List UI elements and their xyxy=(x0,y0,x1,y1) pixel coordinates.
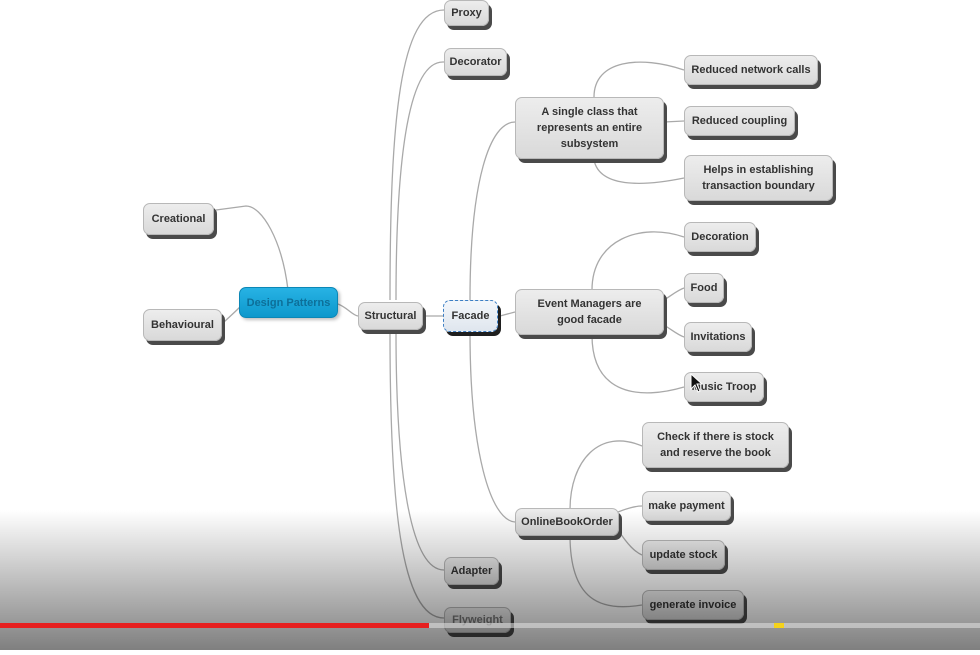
connector-structural-flyweight xyxy=(389,331,445,619)
connector-facade-onlinebookorder xyxy=(469,331,516,523)
node-creational[interactable]: Creational xyxy=(143,203,214,235)
node-behavioural[interactable]: Behavioural xyxy=(143,309,222,341)
node-single-class[interactable]: A single class that represents an entire… xyxy=(515,97,664,159)
node-proxy[interactable]: Proxy xyxy=(444,0,489,26)
connector-ob-update xyxy=(617,529,643,556)
node-reduced-network-calls[interactable]: Reduced network calls xyxy=(684,55,818,85)
node-generate-invoice[interactable]: generate invoice xyxy=(642,590,744,620)
connector-sc-transaction xyxy=(593,159,685,184)
connector-facade-single-class xyxy=(469,121,516,301)
connector-ob-stock-check xyxy=(569,440,643,511)
connector-root-structural xyxy=(337,303,359,317)
node-adapter[interactable]: Adapter xyxy=(444,557,499,585)
connector-facade-event-managers xyxy=(499,311,516,317)
video-progress-played xyxy=(0,623,430,628)
node-flyweight[interactable]: Flyweight xyxy=(444,607,511,633)
connector-structural-decorator xyxy=(395,61,445,301)
node-decorator[interactable]: Decorator xyxy=(444,48,507,76)
connector-sc-coupling xyxy=(663,120,685,123)
connector-em-food xyxy=(663,287,685,301)
node-online-book-order[interactable]: OnlineBookOrder xyxy=(515,508,619,536)
node-update-stock[interactable]: update stock xyxy=(642,540,725,570)
node-reduced-coupling[interactable]: Reduced coupling xyxy=(684,106,795,136)
video-chapter-marker[interactable] xyxy=(774,623,785,628)
connector-em-decoration xyxy=(591,231,685,291)
node-root-design-patterns[interactable]: Design Patterns xyxy=(239,287,338,318)
connector-structural-adapter xyxy=(395,331,445,571)
node-structural[interactable]: Structural xyxy=(358,302,423,330)
connector-structural-proxy xyxy=(389,9,445,301)
connector-ob-invoice xyxy=(569,534,643,608)
node-transaction-boundary[interactable]: Helps in establishing transaction bounda… xyxy=(684,155,833,201)
connector-root-creational xyxy=(215,205,289,291)
connector-em-music xyxy=(591,334,685,394)
mouse-cursor-icon xyxy=(690,373,704,393)
connector-sc-network xyxy=(593,61,685,98)
node-invitations[interactable]: Invitations xyxy=(684,322,752,352)
node-decoration[interactable]: Decoration xyxy=(684,222,756,252)
node-check-stock[interactable]: Check if there is stock and reserve the … xyxy=(642,422,789,468)
node-facade[interactable]: Facade xyxy=(443,300,498,332)
node-music-troop[interactable]: Music Troop xyxy=(684,372,764,402)
connector-em-invitations xyxy=(663,324,685,338)
connector-ob-payment xyxy=(617,505,643,513)
node-food[interactable]: Food xyxy=(684,273,724,303)
node-make-payment[interactable]: make payment xyxy=(642,491,731,521)
video-progress-bar[interactable] xyxy=(0,623,980,628)
node-event-managers[interactable]: Event Managers are good facade xyxy=(515,289,664,335)
